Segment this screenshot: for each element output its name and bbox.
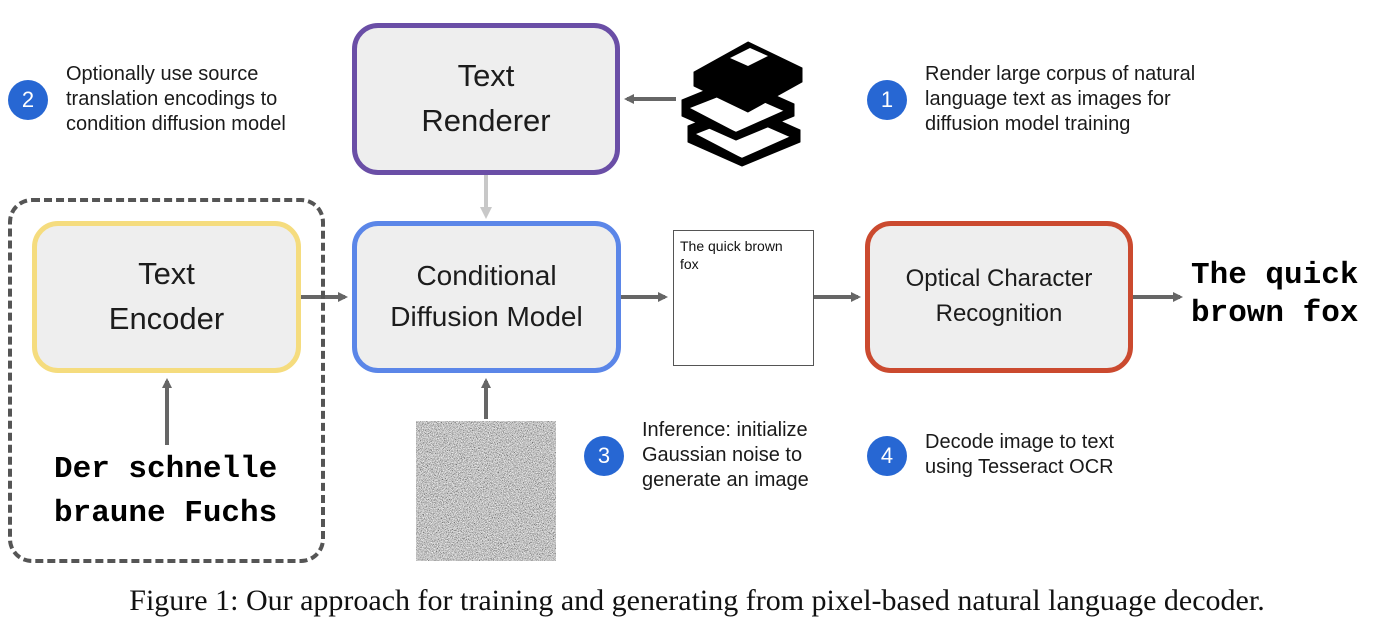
figure-caption: Figure 1: Our approach for training and … xyxy=(129,584,1265,617)
output-text-line-1: The quick xyxy=(1191,258,1359,293)
step-note-2-line-3: condition diffusion model xyxy=(66,113,286,135)
source-text: Der schnelle braune Fuchs xyxy=(54,448,277,536)
step-note-4: Decode image to text using Tesseract OCR xyxy=(925,430,1114,480)
step-note-2: Optionally use source translation encodi… xyxy=(66,62,286,137)
text-renderer-line-2: Renderer xyxy=(421,103,551,138)
text-encoder-line-1: Text xyxy=(138,256,195,292)
gaussian-noise-image xyxy=(416,421,556,561)
output-text-line-2: brown fox xyxy=(1191,296,1359,331)
step-badge-3: 3 xyxy=(584,436,624,476)
step-note-1-line-1: Render large corpus of natural xyxy=(925,63,1196,85)
diffusion-model-line-2: Diffusion Model xyxy=(390,301,583,332)
step-note-1-line-2: language text as images for xyxy=(925,88,1171,110)
ocr-box: Optical Character Recognition xyxy=(865,221,1133,373)
books-icon xyxy=(681,41,803,167)
step-badge-4: 4 xyxy=(867,436,907,476)
step-note-4-line-1: Decode image to text xyxy=(925,431,1114,453)
generated-image: The quick brown fox xyxy=(673,230,814,366)
step-note-4-line-2: using Tesseract OCR xyxy=(925,456,1114,478)
step-note-3-line-2: Gaussian noise to xyxy=(642,444,803,466)
source-text-line-2: braune Fuchs xyxy=(54,496,278,531)
ocr-line-2: Recognition xyxy=(935,300,1063,327)
text-renderer-box: Text Renderer xyxy=(352,23,620,175)
text-renderer-line-1: Text xyxy=(457,58,515,94)
step-note-3: Inference: initialize Gaussian noise to … xyxy=(642,418,809,493)
step-note-3-line-1: Inference: initialize xyxy=(642,419,808,441)
source-encoding-region xyxy=(8,198,325,563)
step-badge-2: 2 xyxy=(8,80,48,120)
step-note-1: Render large corpus of natural language … xyxy=(925,62,1195,137)
step-note-2-line-1: Optionally use source xyxy=(66,63,259,85)
step-note-2-line-2: translation encodings to xyxy=(66,88,278,110)
text-encoder-box: Text Encoder xyxy=(32,221,301,373)
text-encoder-line-2: Encoder xyxy=(108,301,225,336)
ocr-line-1: Optical Character xyxy=(905,265,1093,293)
step-note-1-line-3: diffusion model training xyxy=(925,113,1131,135)
source-text-line-1: Der schnelle xyxy=(54,452,278,487)
diffusion-model-box: Conditional Diffusion Model xyxy=(352,221,621,373)
diffusion-model-line-1: Conditional xyxy=(416,260,557,292)
output-text: The quick brown fox xyxy=(1191,257,1358,333)
step-note-3-line-3: generate an image xyxy=(642,469,809,491)
step-badge-1: 1 xyxy=(867,80,907,120)
generated-image-line-2: fox xyxy=(680,256,699,272)
generated-image-line-1: The quick brown xyxy=(680,238,783,254)
